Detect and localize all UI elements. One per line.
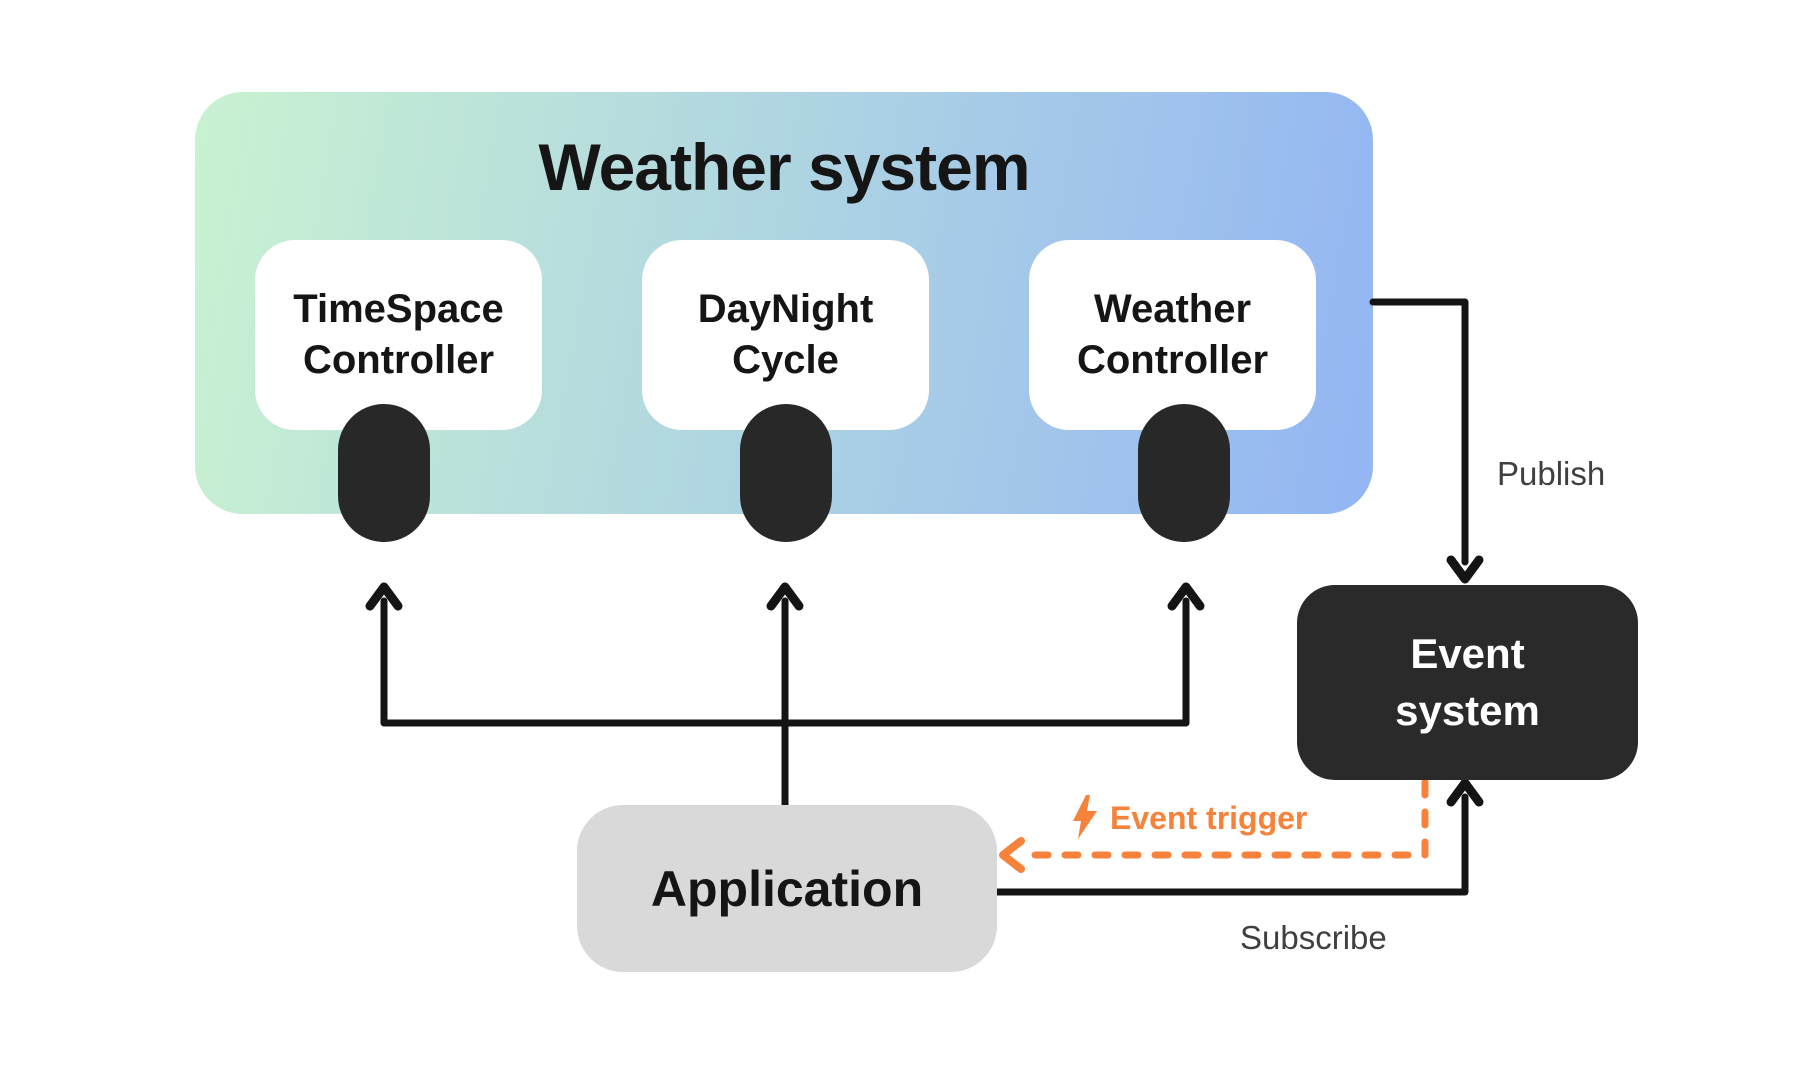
event-system-label-line: Event (1410, 629, 1525, 677)
event-system-node: Event system (1297, 585, 1638, 780)
subscribe-label: Subscribe (1240, 919, 1387, 956)
lightning-bolt-icon (1073, 795, 1097, 839)
port-pill-timespace-controller (338, 404, 430, 542)
app-to-daynight-arrowhead (766, 582, 804, 611)
component-box-weather-controller: Weather Controller (1029, 240, 1316, 430)
fanout-left-arrowhead (365, 582, 403, 611)
subscribe-arrowhead (1446, 778, 1484, 807)
component-label-line: Controller (1076, 338, 1269, 382)
port-pill-daynight-cycle (740, 404, 832, 542)
publish-label: Publish (1497, 455, 1606, 492)
application-label: Application (650, 860, 924, 917)
port-pill-weather-controller (1138, 404, 1230, 542)
weather-system-title: Weather system (538, 130, 1030, 204)
publish-arrowhead (1446, 555, 1484, 584)
component-label-line: Weather (1093, 286, 1252, 331)
component-box-timespace-controller: TimeSpace Controller (255, 240, 542, 430)
application-node: Application (577, 805, 997, 972)
component-label-line: Cycle (732, 338, 839, 382)
component-label-line: DayNight (697, 286, 874, 331)
component-box-daynight-cycle: DayNight Cycle (642, 240, 929, 430)
app-fanout-line (380, 597, 1190, 727)
event-trigger-label: Event trigger (1110, 800, 1308, 836)
component-label-line: TimeSpace (293, 286, 504, 331)
publish-arrow-line (1369, 298, 1469, 566)
event-trigger-arrowhead (999, 837, 1025, 873)
event-system-label-line: system (1395, 686, 1540, 734)
fanout-right-arrowhead (1167, 582, 1205, 611)
component-label-line: Controller (302, 338, 495, 382)
